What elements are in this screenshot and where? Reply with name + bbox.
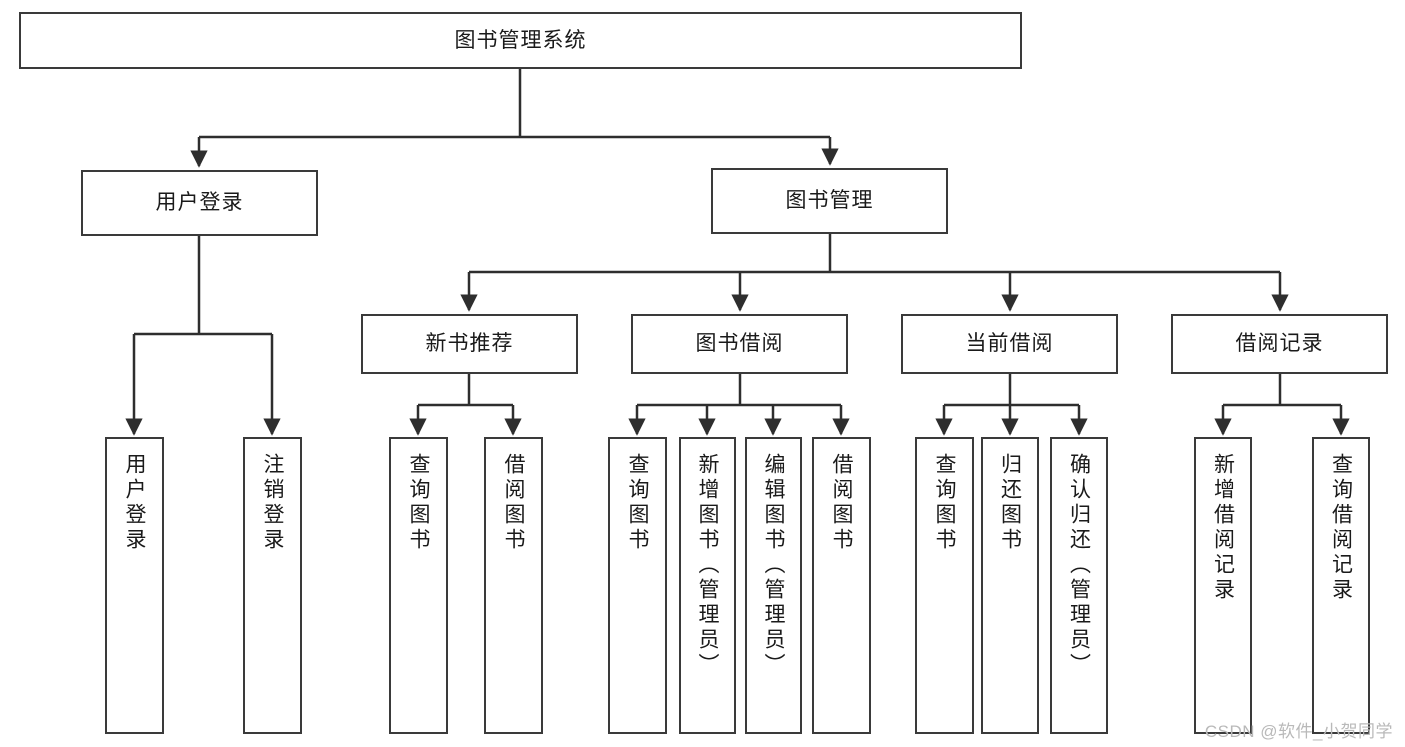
- node-leaf-query-book-1-label: 查询图书: [407, 453, 430, 553]
- node-leaf-user-login[interactable]: 用户登录: [105, 437, 164, 734]
- node-leaf-add-record-label: 新增借阅记录: [1211, 453, 1235, 603]
- node-leaf-query-book-3[interactable]: 查询图书: [915, 437, 974, 734]
- node-book-manage-label: 图书管理: [785, 189, 874, 213]
- node-leaf-borrow-book-1-label: 借阅图书: [502, 453, 525, 553]
- node-user-login[interactable]: 用户登录: [81, 170, 318, 236]
- node-leaf-user-login-label: 用户登录: [123, 453, 146, 553]
- node-leaf-query-book-2[interactable]: 查询图书: [608, 437, 667, 734]
- node-leaf-edit-book-label: 编辑图书（管理员）: [762, 453, 785, 678]
- node-leaf-borrow-book-2-label: 借阅图书: [830, 453, 853, 553]
- node-root[interactable]: 图书管理系统: [19, 12, 1022, 69]
- node-leaf-logout-login[interactable]: 注销登录: [243, 437, 302, 734]
- node-book-borrow-label: 图书借阅: [695, 332, 784, 356]
- node-leaf-logout-login-label: 注销登录: [261, 453, 284, 553]
- node-book-borrow[interactable]: 图书借阅: [631, 314, 848, 374]
- node-leaf-query-book-2-label: 查询图书: [626, 453, 649, 553]
- node-leaf-confirm-return[interactable]: 确认归还（管理员）: [1050, 437, 1108, 734]
- node-leaf-add-record[interactable]: 新增借阅记录: [1194, 437, 1252, 734]
- node-current-borrow-label: 当前借阅: [965, 332, 1054, 356]
- node-book-manage[interactable]: 图书管理: [711, 168, 948, 234]
- node-leaf-edit-book[interactable]: 编辑图书（管理员）: [745, 437, 802, 734]
- node-leaf-borrow-book-2[interactable]: 借阅图书: [812, 437, 871, 734]
- csdn-watermark: CSDN @软件_小贺同学: [1204, 722, 1393, 741]
- node-root-label: 图书管理系统: [454, 28, 587, 52]
- node-borrow-record[interactable]: 借阅记录: [1171, 314, 1388, 374]
- node-leaf-query-book-1[interactable]: 查询图书: [389, 437, 448, 734]
- node-user-login-label: 用户登录: [155, 191, 244, 215]
- node-leaf-query-book-3-label: 查询图书: [933, 453, 956, 553]
- node-new-book-rec-label: 新书推荐: [425, 332, 514, 356]
- node-leaf-query-record[interactable]: 查询借阅记录: [1312, 437, 1370, 734]
- node-leaf-borrow-book-1[interactable]: 借阅图书: [484, 437, 543, 734]
- node-leaf-confirm-return-label: 确认归还（管理员）: [1067, 453, 1091, 678]
- node-leaf-return-book[interactable]: 归还图书: [981, 437, 1039, 734]
- node-new-book-rec[interactable]: 新书推荐: [361, 314, 578, 374]
- node-current-borrow[interactable]: 当前借阅: [901, 314, 1118, 374]
- node-leaf-add-book[interactable]: 新增图书（管理员）: [679, 437, 736, 734]
- node-leaf-add-book-label: 新增图书（管理员）: [696, 453, 719, 678]
- node-borrow-record-label: 借阅记录: [1235, 332, 1324, 356]
- node-leaf-query-record-label: 查询借阅记录: [1329, 453, 1353, 603]
- node-leaf-return-book-label: 归还图书: [998, 453, 1022, 553]
